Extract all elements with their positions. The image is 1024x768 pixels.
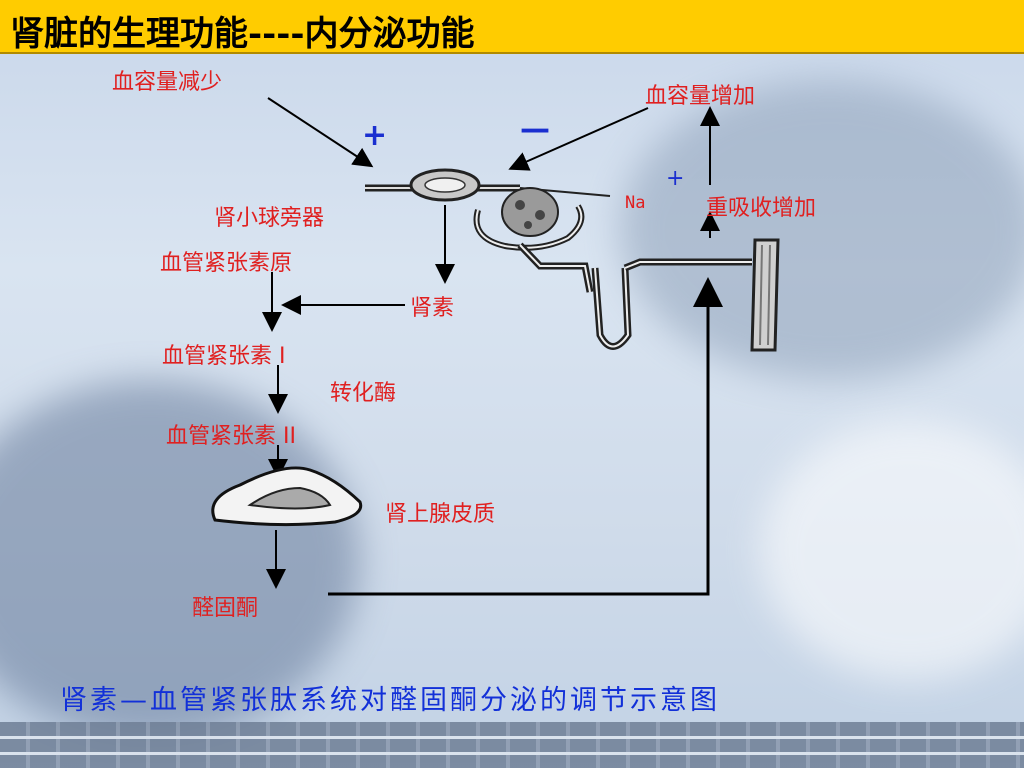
arrow-decrease-to-jga (267, 97, 374, 168)
title-bar: 肾脏的生理功能----内分泌功能 (0, 0, 1024, 54)
label-angiotensin-1: 血管紧张素 I (162, 344, 286, 369)
decorative-border (0, 722, 1024, 768)
arrow-aldosterone-to-tubule (328, 277, 723, 596)
background-cloud (620, 80, 1024, 380)
label-juxtaglomerular-apparatus: 肾小球旁器 (214, 206, 325, 231)
label-aldosterone: 醛固酮 (192, 596, 259, 621)
sodium-charge: + (666, 166, 685, 191)
label-sodium: Na (625, 193, 646, 213)
label-reabsorption-increase: 重吸收增加 (706, 196, 817, 221)
background-wall (0, 380, 360, 740)
label-angiotensin-2: 血管紧张素 II (166, 424, 296, 449)
minus-sign: — (520, 112, 550, 147)
adrenal-gland-illustration (211, 466, 363, 527)
label-converting-enzyme: 转化酶 (330, 381, 397, 406)
page-title: 肾脏的生理功能----内分泌功能 (10, 14, 475, 54)
label-blood-volume-increase: 血容量增加 (645, 84, 756, 109)
label-adrenal-cortex: 肾上腺皮质 (385, 502, 496, 527)
arrow-increase-to-jga (508, 107, 649, 171)
background-highlight (760, 420, 1024, 680)
diagram-caption: 肾素—血管紧张肽系统对醛固酮分泌的调节示意图 (60, 685, 720, 716)
kidney-nephron-illustration (365, 168, 780, 352)
label-angiotensinogen: 血管紧张素原 (160, 251, 293, 276)
label-blood-volume-decrease: 血容量减少 (112, 70, 223, 95)
label-renin: 肾素 (410, 296, 455, 321)
plus-sign: + (362, 118, 388, 153)
